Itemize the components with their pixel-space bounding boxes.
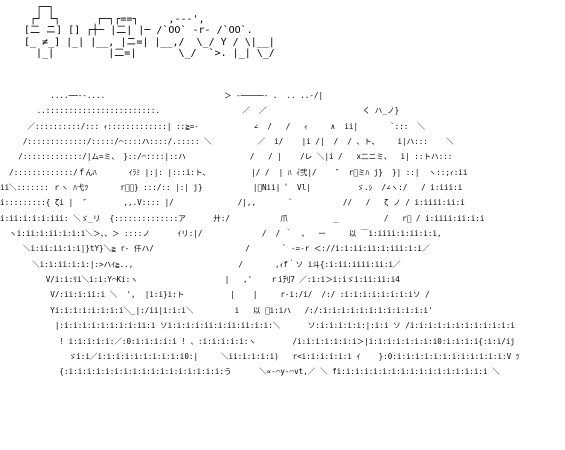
figure-art-line: ＼i:i:ii:i:i:|:>ハｲ≧.., / ,ｨf｀ソ i斗{:i:ii:i…	[0, 259, 401, 269]
figure-art-line: /:::::::::::::/|ム=ミ、 }::/⌒::::|::ハ / / |…	[0, 152, 457, 162]
title-art-line: ┌─┐	[24, 2, 55, 13]
figure-art-line: ／::::::::::/::: ｨ:::::::::::::| ::≧=‐ ∠ …	[0, 121, 426, 131]
figure-art-line: ＼i:ii:ii:i:i|}tY}＼≧ r‐ 仟ハ/ / ` ‐=-r ＜://…	[0, 244, 430, 254]
figure-art-line: i:::::::::{ ζi | ″ ,,.V:::: |/ /|,, ¨ //…	[0, 198, 465, 208]
title-lettering: ┌─┐ ┌┘ └┐ ┌─┐┌==┐ ,-‐‐', [二 ニ] [] ┌┼─ |二…	[24, 2, 275, 60]
figure-art-line: Yi:i:i:i:i:i:i:i＼_|:/ii|i:i:i＼ i 以 ゙i:iハ…	[0, 305, 433, 315]
figure-art-line: {:i:i:i:i:i:i:i:i:i:i:i:i:i:i:i:i:i:う ＼∝…	[0, 367, 500, 377]
title-art-line: ┌┘ └┐ ┌─┐┌==┐ ,-‐‐',	[24, 13, 205, 25]
title-art-line: |_| |二=| \_/ `>. |_| \_/	[24, 48, 275, 59]
figure-art-line: ii＼::::::: ｒヽ ﾊ弋ﾂ r゙ｊ} :::/:: |:| j} |／N…	[0, 183, 463, 193]
two-faces-artwork: ....──‐‐.... ＞ ‐─────‐ . .. ..‐/| ..::::…	[0, 88, 520, 380]
figure-art-line: /:::::::::::::/:::::/⌒::::ハ::::/.::::: ＼…	[0, 137, 454, 147]
figure-art-line: i:ii:i:i:i:iii: ＼ゞ_リ {::::::::::::::ア 廾:…	[0, 213, 485, 223]
figure-art-line: ..::::::::::::::::::::::::. ／ ／ く ハ_ノ}	[0, 106, 400, 116]
figure-art-line: ヽi:ii:i:ii:i:i:i＼＞、、＞ ::::ノ ｲリ:|/ / / ｀ …	[0, 229, 442, 239]
title-art-line: [二 ニ] [] ┌┼─ |二| |─ /`OO` ‐r‐ /`OO`.	[24, 25, 253, 36]
title-art-line: [_ ≠_] |_| |__, |ニ=| |__,/ \_/ Y / \|__|	[24, 36, 275, 48]
figure-art-line: V/i:i:ﾘi＼i:i:Y⌒Ki:ヽ | ,' ｒi刋7 ／:i:i＞i:iゞ…	[0, 275, 400, 285]
figure-art-line: ゞi:i／i:i:i:i:i:i:i:i:i:i0:| ＼ii:i:i:i:i)…	[0, 351, 520, 361]
figure-art-line: ....──‐‐.... ＞ ‐─────‐ . .. ..‐/|	[0, 91, 324, 100]
figure-art-line: |:i:i:i:i:i:i:i:i:ii:i ソi:i:i:i:ii:i:ii:…	[0, 321, 515, 331]
figure-art-line: ! i:i:i:i:i:／:0:i:i:i:i:i ! 、:i:i:i:i:i:…	[0, 336, 515, 346]
figure-art-line: /:::::::::::::/ｆんﾊ ｲﾗﾐ |:|: |:::i:ト、 |/ …	[0, 167, 468, 177]
figure-art-line: V/:ii:i:ii:i ＼ ', |i:i}i:ト | | r‐i:/i/ /…	[0, 290, 430, 300]
